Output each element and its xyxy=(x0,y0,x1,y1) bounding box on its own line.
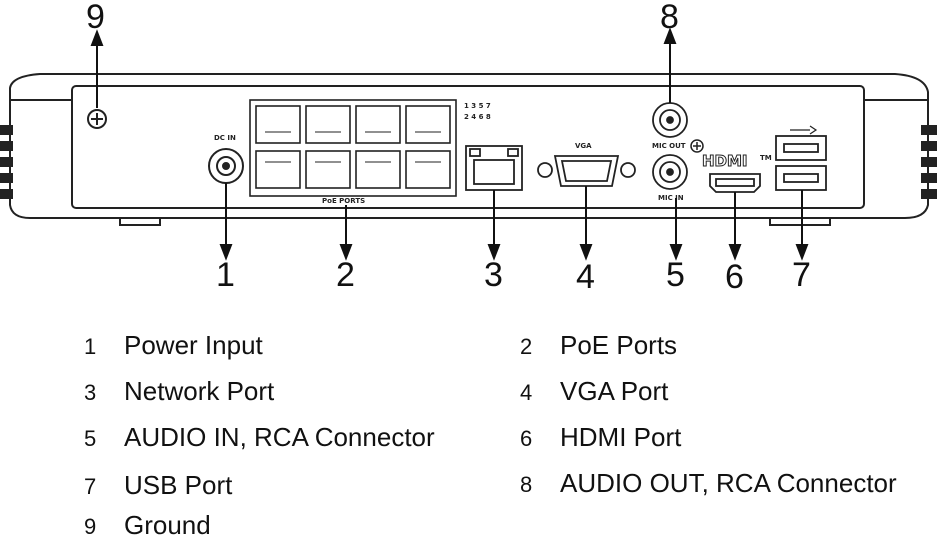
poe-port xyxy=(405,150,451,189)
legend-label: Network Port xyxy=(124,376,275,406)
vga-port xyxy=(537,155,636,187)
legend-label: VGA Port xyxy=(560,376,669,406)
legend-number: 1 xyxy=(84,334,97,359)
callout-9: 9 xyxy=(86,0,105,36)
legend-item: 4 VGA Port xyxy=(520,376,668,407)
callout-7: 7 xyxy=(792,256,811,294)
ground-symbol xyxy=(690,139,704,153)
legend-number: 7 xyxy=(84,474,97,499)
vga-label: VGA xyxy=(575,142,592,150)
poe-port xyxy=(255,150,301,189)
poe-port xyxy=(355,105,401,144)
chassis xyxy=(0,73,937,226)
poe-port xyxy=(305,150,351,189)
port-numbers-bottom: 2 4 6 8 xyxy=(464,113,491,121)
poe-port xyxy=(405,105,451,144)
callout-3: 3 xyxy=(484,256,503,294)
callout-4: 4 xyxy=(576,258,595,296)
mic-in-label: MIC IN xyxy=(658,194,684,202)
legend-label: PoE Ports xyxy=(560,330,678,360)
legend-number: 2 xyxy=(520,334,533,359)
legend-item: 3 Network Port xyxy=(84,376,274,407)
legend-number: 3 xyxy=(84,380,97,405)
callout-8: 8 xyxy=(660,0,679,36)
legend-label: AUDIO OUT, RCA Connector xyxy=(560,468,897,498)
legend-number: 8 xyxy=(520,472,533,497)
callout-lines xyxy=(90,27,809,261)
legend-label: HDMI Port xyxy=(560,422,682,452)
dc-in-label: DC IN xyxy=(214,134,236,142)
legend-number: 5 xyxy=(84,426,97,451)
legend-label: AUDIO IN, RCA Connector xyxy=(124,422,435,452)
port-numbers-top: 1 3 5 7 xyxy=(464,102,491,110)
legend-label: Power Input xyxy=(124,330,263,360)
poe-port xyxy=(255,105,301,144)
legend-label: Ground xyxy=(124,510,211,540)
hdmi-tm: TM xyxy=(760,154,772,162)
legend-item: 7 USB Port xyxy=(84,470,232,501)
audio-out-rca xyxy=(652,102,688,138)
poe-port xyxy=(305,105,351,144)
legend-item: 5 AUDIO IN, RCA Connector xyxy=(84,422,435,453)
legend: 1 Power Input 2 PoE Ports 3 Network Port 4 V… xyxy=(0,300,937,541)
legend-number: 6 xyxy=(520,426,533,451)
device-rear-panel-diagram: DC IN PoE PORTS 1 3 5 7 2 4 6 8 VGA xyxy=(0,0,937,296)
legend-item: 2 PoE Ports xyxy=(520,330,677,361)
poe-port xyxy=(355,150,401,189)
hdmi-port xyxy=(709,173,761,193)
callout-6: 6 xyxy=(725,258,744,296)
dc-in-jack xyxy=(208,148,244,184)
legend-item: 1 Power Input xyxy=(84,330,263,361)
legend-number: 9 xyxy=(84,514,97,539)
mic-out-label: MIC OUT xyxy=(652,142,686,150)
ground-screw xyxy=(87,109,107,129)
poe-ports-block xyxy=(249,99,457,197)
usb-ports xyxy=(775,125,827,191)
legend-number: 4 xyxy=(520,380,533,405)
legend-item: 8 AUDIO OUT, RCA Connector xyxy=(520,468,897,499)
callout-1: 1 xyxy=(216,256,235,294)
callout-2: 2 xyxy=(336,256,355,294)
legend-label: USB Port xyxy=(124,470,233,500)
callout-5: 5 xyxy=(666,256,685,294)
audio-in-rca xyxy=(652,154,688,190)
hdmi-logo: HDMI xyxy=(702,152,748,170)
poe-ports-label: PoE PORTS xyxy=(322,197,365,205)
legend-item: 6 HDMI Port xyxy=(520,422,681,453)
legend-item: 9 Ground xyxy=(84,510,211,541)
network-port xyxy=(465,145,523,191)
